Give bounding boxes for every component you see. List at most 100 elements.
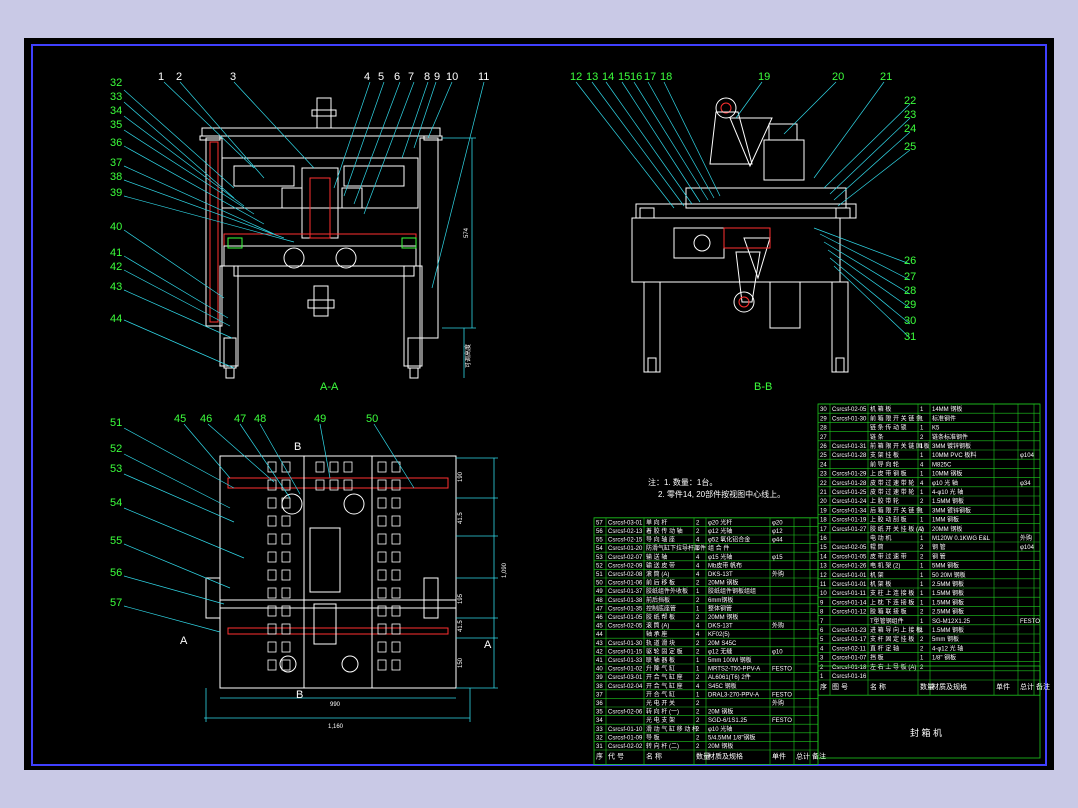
bom-cell: 5/4.5MM 1/8"钢板 <box>708 733 755 741</box>
bom-cell: φ20 光杆 <box>708 518 732 526</box>
bom-cell: Csrcsf-01-06 <box>608 581 643 587</box>
bom-cell: 开 合 气 缸 <box>646 690 675 698</box>
bom-cell: DRAL3-270-PPV-A <box>708 692 759 698</box>
roller <box>267 515 277 527</box>
dim-150: 150 <box>458 657 464 668</box>
bom-cell: 2 <box>696 598 700 604</box>
bom-cell: 升 降 气 缸 <box>646 665 675 673</box>
bom-cell: 13 <box>820 564 827 570</box>
bom-cell: DKS-13T <box>708 572 733 578</box>
bom-cell: 5mm 100M 钢板 <box>708 656 752 664</box>
bom-header-cell: 材质及规格 <box>708 752 743 761</box>
bom-cell: φ34 <box>1020 481 1031 487</box>
bom-cell: Csrcsf-02-11 <box>832 646 867 652</box>
bom-cell: 10MM PVC 板料 <box>932 451 976 459</box>
aa-caption: A-A <box>320 381 339 393</box>
bom-cell: 外购 <box>772 622 784 630</box>
bom-cell: Csrcsf-02-15 <box>608 538 643 544</box>
bom-cell: 44 <box>596 632 603 638</box>
bom-cell: 2 <box>920 527 924 533</box>
bom-cell: 前 后 移 板 <box>646 579 675 587</box>
callout-52: 52 <box>110 443 122 455</box>
callout-35: 35 <box>110 119 122 131</box>
bom-cell: 胶纸组件钢板组组 <box>708 587 756 595</box>
callout-57: 57 <box>110 597 122 609</box>
bom-cell: 2 <box>920 554 924 560</box>
bom-cell: 直 杆 定 轴 <box>870 644 899 652</box>
callout-32: 32 <box>110 77 122 89</box>
aa-dimensions <box>442 137 476 378</box>
roller <box>315 479 325 491</box>
roller <box>267 659 277 671</box>
bom-cell: Csrcsf-01-25 <box>832 490 867 496</box>
bom-cell: 挡 板 <box>870 654 884 662</box>
callout-34: 34 <box>110 105 122 117</box>
bom-cell: Csrcsf-01-19 <box>832 518 867 524</box>
callout-5: 5 <box>378 71 384 83</box>
callout-42: 42 <box>110 261 122 273</box>
bom-cell: 12 <box>820 573 827 579</box>
bom-cell: 20M S45C <box>708 641 737 647</box>
bom-cell: Csrcsf-01-30 <box>832 416 867 422</box>
bom-header-cell: 数量 <box>696 752 710 761</box>
bom-cell: Csrcsf-01-20 <box>608 546 643 552</box>
bom-cell: 辊 筒 <box>870 543 884 551</box>
bom-cell: 2 <box>696 520 700 526</box>
bom-header-cell: 备注 <box>1036 682 1050 691</box>
bom-cell: Mb皮带 帆布 <box>708 561 742 569</box>
aa-leaders <box>123 81 485 369</box>
bb-caption: B-B <box>754 381 772 393</box>
bom-cell: 着 胶 传 动 轴 <box>646 527 683 535</box>
bom-cell: Csrcsf-01-02 <box>608 667 643 673</box>
bom-cell: 转 向 杆 (一) <box>646 708 679 716</box>
bom-cell: 5mm 钢板 <box>932 635 959 643</box>
bom-cell: 胶纸组件外收板 <box>646 587 688 595</box>
bom-cell: Csrcsf-02-05 <box>608 624 643 630</box>
bom-cell: 1 <box>920 564 924 570</box>
bom-cell: Csrcsf-01-07 <box>832 656 867 662</box>
roller <box>267 569 277 581</box>
bom-cell: Csrcsf-01-05 <box>608 615 643 621</box>
note-line-2: 2. 零件14, 20部件按视图中心线上。 <box>658 489 785 499</box>
bom-cell: 1 <box>920 416 924 422</box>
bom-header-cell: 序 <box>820 682 827 691</box>
bom-cell: 52 <box>596 563 603 569</box>
bom-cell: 支 柱 上 连 接 板 <box>870 589 914 597</box>
bom-cell: φ10 <box>772 649 783 655</box>
bom-cell: 上 胶 带 轮 <box>870 497 899 505</box>
bom-cell: 滚 筒 (A) <box>646 622 669 630</box>
bom-cell: 5 <box>820 637 824 643</box>
bom-cell: 机 箱 板 <box>870 405 891 413</box>
bom-cell: 2 <box>696 735 700 741</box>
bom-cell: 47 <box>596 606 603 612</box>
bom-cell: 20MM 钢板 <box>708 579 738 587</box>
callout-40: 40 <box>110 221 122 233</box>
bom-cell: φ10 光 轴 <box>932 479 958 487</box>
callout-11: 11 <box>478 71 489 83</box>
roller <box>267 461 277 473</box>
roller <box>267 497 277 509</box>
bom-cell: 1 <box>696 546 700 552</box>
section-marker-b-bottom: B <box>296 689 303 701</box>
bom-cell: 1 <box>920 426 924 432</box>
sheet-border <box>31 44 1047 766</box>
roller <box>281 497 291 509</box>
dim-415: 41.5 <box>458 512 464 524</box>
bom-cell: 导 板 <box>646 733 660 741</box>
bom-cell: 后 箱 限 开 关 链 条 <box>870 506 922 514</box>
bom-cell: Csrcsf-02-08 <box>608 572 643 578</box>
bom-cell: 整体钢管 <box>708 604 732 612</box>
roller <box>267 605 277 617</box>
callout-45: 45 <box>174 413 186 425</box>
bom-cell: 50 20M 钢板 <box>932 571 966 579</box>
bom-cell: 开 合 气 缸 座 <box>646 682 683 690</box>
bom-cell: 4 <box>696 555 700 561</box>
bom-cell: 20M 钢板 <box>708 708 733 716</box>
callout-25: 25 <box>904 141 916 153</box>
bom-cell: Csrcsf-02-04 <box>608 684 643 690</box>
bom-cell: 19 <box>820 508 827 514</box>
callout-21: 21 <box>880 71 892 83</box>
bom-cell: 8 <box>820 610 824 616</box>
callout-33: 33 <box>110 91 122 103</box>
